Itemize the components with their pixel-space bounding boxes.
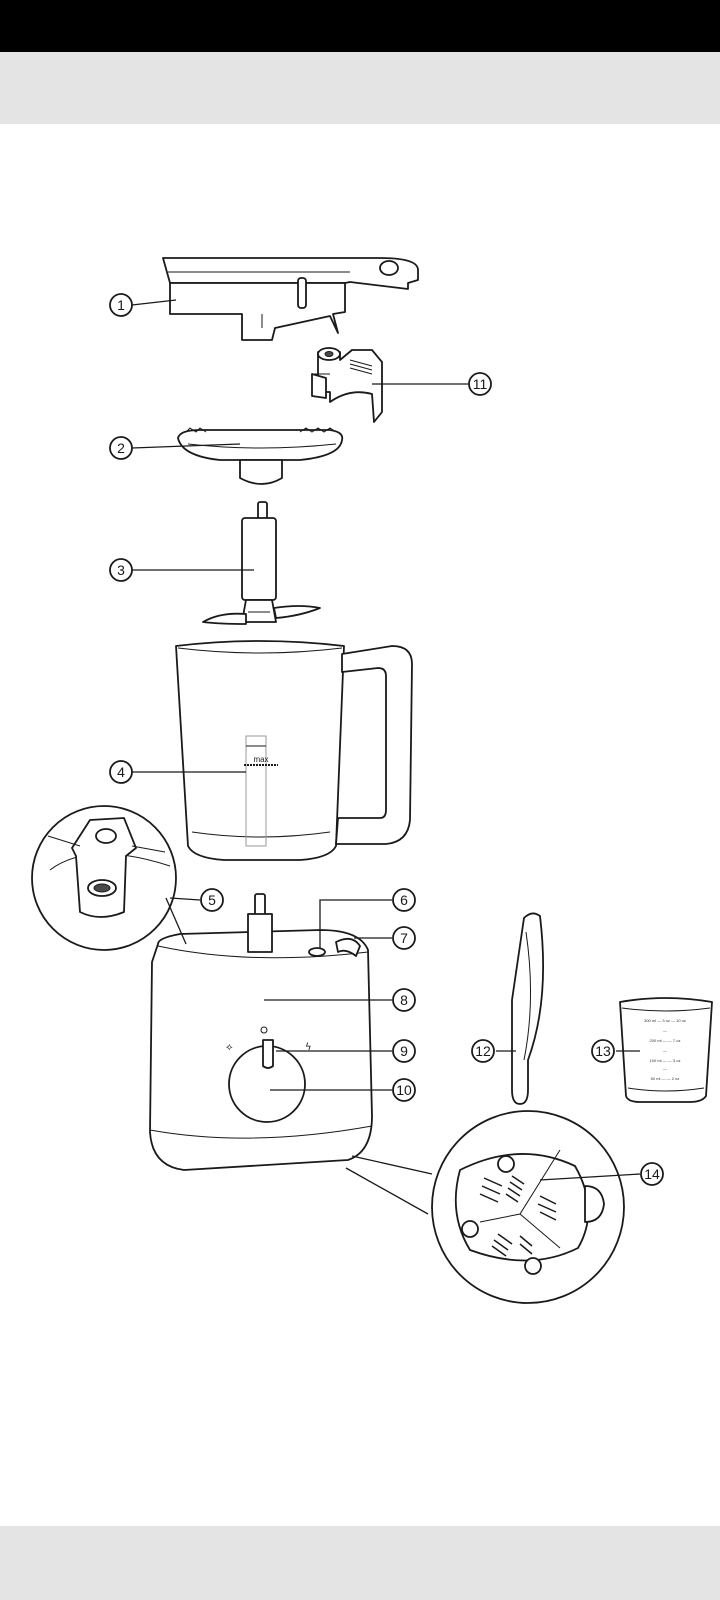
- bottom-grey-banner: [0, 1526, 720, 1600]
- svg-text:7: 7: [400, 930, 408, 946]
- spatula-part: [511, 912, 545, 1105]
- svg-text:3: 3: [117, 562, 125, 578]
- svg-text:5: 5: [208, 892, 216, 908]
- svg-text:12: 12: [475, 1043, 491, 1059]
- callout-2: 2: [109, 436, 133, 460]
- callout-8: 8: [392, 988, 416, 1012]
- callout-14: 14: [640, 1162, 664, 1186]
- svg-text:10: 10: [396, 1082, 412, 1098]
- zoom-detail-base-underside: [345, 1110, 625, 1304]
- callout-1: 1: [109, 293, 133, 317]
- top-grey-banner: [0, 52, 720, 124]
- jug-part: max: [175, 640, 413, 861]
- callout-13: 13: [591, 1039, 615, 1063]
- callout-12: 12: [471, 1039, 495, 1063]
- beaker-part: 300 ml — 3 oz — 10 oz — 200 ml — — 7 oz …: [619, 997, 713, 1103]
- disc-part: [177, 427, 344, 485]
- motor-base-part: ⟡ ϟ: [149, 893, 373, 1171]
- svg-text:14: 14: [644, 1166, 660, 1182]
- leader-lines: [131, 299, 641, 1181]
- beaker-mark-3: —: [663, 1048, 667, 1053]
- svg-text:11: 11: [473, 376, 488, 392]
- svg-text:2: 2: [117, 440, 125, 456]
- callout-9: 9: [392, 1039, 416, 1063]
- callout-10: 10: [392, 1078, 416, 1102]
- zoom-detail-top-left: [31, 805, 177, 951]
- beaker-mark-0: 300 ml — 3 oz — 10 oz: [644, 1018, 686, 1023]
- callout-7: 7: [392, 926, 416, 950]
- callout-6: 6: [392, 888, 416, 912]
- pulse-symbol-icon: ⟡: [226, 1042, 233, 1053]
- jug-max-label: max: [253, 755, 268, 764]
- svg-text:4: 4: [117, 764, 125, 780]
- svg-text:9: 9: [400, 1043, 408, 1059]
- callout-5: 5: [200, 888, 224, 912]
- lid-part: [162, 257, 419, 341]
- beaker-mark-2: 200 ml — — 7 oz: [650, 1038, 681, 1043]
- top-black-bar: [0, 0, 720, 52]
- blade-part: [202, 501, 321, 625]
- callout-4: 4: [109, 760, 133, 784]
- callout-11: 11: [468, 372, 492, 396]
- beaker-mark-1: —: [663, 1028, 667, 1033]
- beaker-mark-4: 100 ml — — 3 oz: [650, 1058, 681, 1063]
- callout-3: 3: [109, 558, 133, 582]
- beaker-mark-5: —: [663, 1066, 667, 1071]
- beaker-scale: 300 ml — 3 oz — 10 oz — 200 ml — — 7 oz …: [644, 1018, 686, 1081]
- svg-text:13: 13: [595, 1043, 611, 1059]
- svg-text:6: 6: [400, 892, 408, 908]
- beaker-mark-6: 50 ml — — 2 oz: [651, 1076, 680, 1081]
- speed-symbol-icon: ϟ: [305, 1042, 312, 1053]
- pusher-part: [311, 347, 383, 423]
- svg-text:8: 8: [400, 992, 408, 1008]
- svg-text:1: 1: [117, 297, 125, 313]
